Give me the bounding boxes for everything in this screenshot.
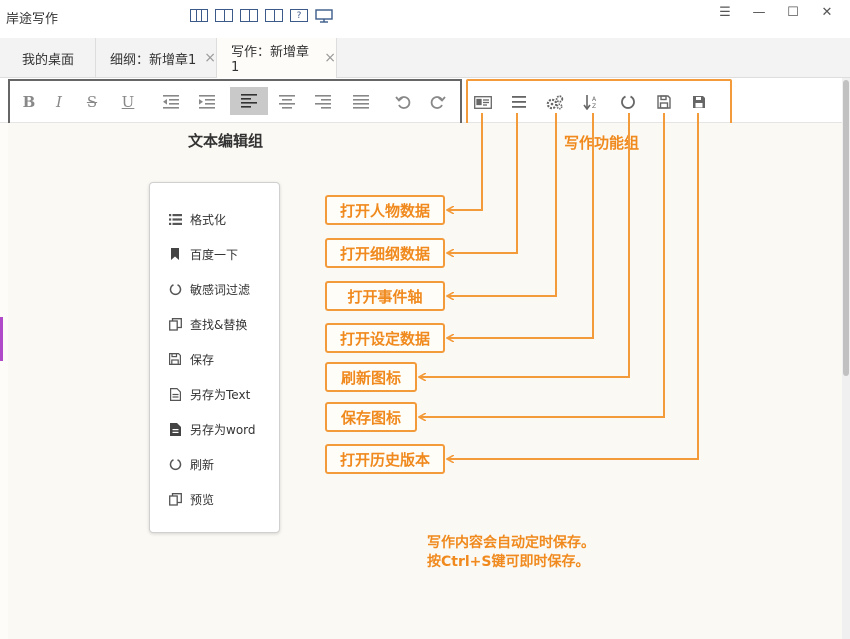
menu-item-label: 另存为Text (190, 387, 251, 402)
menu-item-label: 刷新 (190, 457, 215, 472)
history-save-icon[interactable] (686, 90, 712, 114)
copy-icon (168, 317, 182, 331)
menu-item-preview[interactable]: 预览 (168, 489, 214, 509)
menu-item-save[interactable]: 保存 (168, 349, 214, 369)
menu-button[interactable]: ☰ (719, 4, 731, 20)
side-marker (0, 317, 3, 361)
refresh-icon (168, 457, 182, 471)
align-left-icon[interactable] (230, 87, 268, 115)
italic-button[interactable]: I (56, 93, 62, 111)
svg-text:A: A (592, 96, 597, 103)
menu-item-format[interactable]: 格式化 (168, 209, 226, 229)
menu-item-label: 格式化 (190, 212, 227, 227)
monitor-icon[interactable] (315, 9, 333, 23)
callout-history-version: 打开历史版本 (325, 444, 445, 474)
layout-single-icon[interactable] (265, 9, 283, 22)
list-icon (168, 212, 182, 226)
menu-item-label: 预览 (190, 492, 215, 507)
minimize-button[interactable]: — (752, 4, 766, 20)
strikethrough-button[interactable]: S (86, 93, 98, 111)
underline-button[interactable]: U (121, 93, 135, 111)
callout-setting-data: 打开设定数据 (325, 323, 445, 353)
undo-icon[interactable] (390, 90, 416, 114)
close-button[interactable]: ✕ (821, 4, 833, 20)
layout-switcher: ? (190, 9, 333, 23)
menu-item-refresh[interactable]: 刷新 (168, 454, 214, 474)
menu-item-label: 保存 (190, 352, 215, 367)
menu-item-baidu[interactable]: 百度一下 (168, 244, 238, 264)
layout-split-icon[interactable] (240, 9, 258, 22)
menu-item-save-as-word[interactable]: 另存为word (168, 419, 256, 439)
save-icon (168, 352, 182, 366)
svg-text:Z: Z (592, 103, 596, 110)
text-edit-group: B I S U (8, 79, 462, 126)
redo-icon[interactable] (425, 90, 451, 114)
refresh-icon (168, 282, 182, 296)
layout-two-column-icon[interactable] (215, 9, 233, 22)
close-icon[interactable]: × (204, 50, 216, 66)
tab-desktop[interactable]: 我的桌面 (0, 38, 96, 78)
help-icon[interactable]: ? (290, 9, 308, 22)
func-group-label: 写作功能组 (564, 134, 640, 152)
save-icon[interactable] (651, 90, 677, 114)
tab-outline[interactable]: 细纲：新增章1 × (96, 38, 217, 78)
app-title: 岸途写作 (6, 12, 59, 27)
autosave-note: 写作内容会自动定时保存。 (427, 535, 595, 551)
indent-icon[interactable] (194, 90, 220, 114)
align-right-icon[interactable] (310, 90, 336, 114)
callout-save-icon: 保存图标 (325, 402, 417, 432)
copy-icon (168, 492, 182, 506)
gears-icon[interactable] (542, 90, 568, 114)
context-menu: 格式化 百度一下 敏感词过滤 查找&替换 保存 另存为Text 另存为wor (149, 182, 280, 533)
window-controls: ☰ — ☐ ✕ (712, 2, 840, 22)
menu-item-label: 百度一下 (190, 247, 239, 262)
menu-item-sensitive-filter[interactable]: 敏感词过滤 (168, 279, 250, 299)
menu-item-label: 查找&替换 (190, 317, 248, 332)
list-icon[interactable] (506, 90, 532, 114)
menu-item-save-as-text[interactable]: 另存为Text (168, 384, 250, 404)
menu-item-label: 另存为word (190, 422, 256, 437)
ctrl-s-note: 按Ctrl+S键可即时保存。 (427, 554, 590, 570)
tab-label: 我的桌面 (22, 52, 75, 68)
menu-item-label: 敏感词过滤 (190, 282, 251, 297)
scrollbar-thumb[interactable] (843, 80, 849, 376)
close-icon[interactable]: × (324, 50, 336, 66)
character-card-icon[interactable] (470, 90, 496, 114)
bookmark-icon (168, 247, 182, 261)
editor-toolbar: B I S U (0, 78, 850, 127)
callout-refresh-icon: 刷新图标 (325, 362, 417, 392)
tab-bar: 我的桌面 细纲：新增章1 × 写作：新增章1 × (0, 38, 850, 78)
callout-event-timeline: 打开事件轴 (325, 281, 445, 311)
callout-outline-data: 打开细纲数据 (325, 238, 445, 268)
align-center-icon[interactable] (274, 90, 300, 114)
outdent-icon[interactable] (158, 90, 184, 114)
maximize-button[interactable]: ☐ (787, 4, 799, 20)
callout-character-data: 打开人物数据 (325, 195, 445, 225)
title-bar: 岸途写作 ? ☰ — ☐ ✕ (0, 0, 850, 38)
file-icon (168, 387, 182, 401)
refresh-icon[interactable] (615, 90, 641, 114)
tab-label: 细纲：新增章1 (110, 52, 197, 68)
align-justify-icon[interactable] (348, 90, 374, 114)
tab-label: 写作：新增章1 (231, 45, 310, 75)
edit-group-label: 文本编辑组 (188, 132, 264, 150)
layout-three-column-icon[interactable] (190, 9, 208, 22)
bold-button[interactable]: B (22, 93, 36, 111)
file-solid-icon (168, 422, 182, 436)
tab-writing[interactable]: 写作：新增章1 × (217, 38, 337, 78)
menu-item-find-replace[interactable]: 查找&替换 (168, 314, 247, 334)
